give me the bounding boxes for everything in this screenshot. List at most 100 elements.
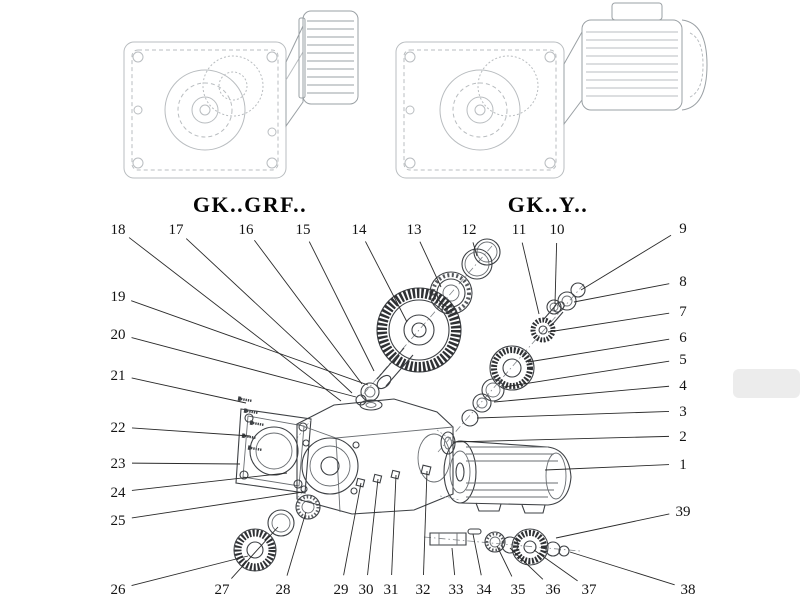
part-number-3: 3 [679,404,687,420]
shaft-key [467,528,482,535]
output-flange-plate [235,408,312,499]
bevel-gear [489,345,535,391]
part-number-31: 31 [384,582,399,598]
leader-line-1 [544,464,670,471]
part-number-5: 5 [679,352,687,368]
leader-line-38 [569,551,675,586]
leader-line-15 [308,241,375,372]
part-number-24: 24 [111,485,127,501]
leader-line-30 [367,478,379,576]
output-gear [234,529,276,571]
part-number-2: 2 [679,429,687,445]
part-number-1: 1 [679,457,687,473]
part-number-20: 20 [111,327,126,343]
part-number-26: 26 [111,582,127,598]
leader-line-2 [452,435,670,443]
leader-line-7 [547,312,670,333]
leader-line-4 [493,385,670,403]
part-number-27: 27 [215,582,231,598]
leader-line-29 [343,482,362,576]
part-number-13: 13 [407,222,422,238]
gearbox-grf-drawing [123,10,359,179]
part-number-12: 12 [462,222,477,238]
part-number-36: 36 [546,582,562,598]
leader-line-35 [496,545,513,577]
shim-ring [461,248,493,280]
part-number-30: 30 [359,582,374,598]
leader-line-17 [185,238,353,394]
part-number-25: 25 [111,513,126,529]
leader-line-31 [391,474,397,576]
part-number-35: 35 [511,582,526,598]
electric-motor [443,440,572,514]
part-number-19: 19 [111,289,126,305]
output-shaft-assembly [429,528,570,566]
motor-feet [475,502,546,514]
small-snap-ring [570,282,586,298]
leader-line-3 [476,411,670,419]
leader-line-23 [131,462,241,465]
part-number-18: 18 [111,222,126,238]
gearbox-gky-drawing [395,2,708,179]
bevel-pinion-shaft [530,301,565,343]
part-number-29: 29 [334,582,349,598]
leader-line-10 [554,242,558,305]
part-number-4: 4 [679,378,687,394]
leader-line-12 [472,242,478,257]
leader-line-22 [131,427,251,437]
exploded-assembly [233,238,586,572]
seal-ring [461,409,479,427]
model-label-gk-y: GK..Y.. [508,192,589,217]
leader-line-28 [286,511,307,576]
leader-line-8 [573,283,670,303]
part-number-15: 15 [296,222,311,238]
washer [481,378,505,402]
leader-line-6 [527,338,670,363]
part-number-16: 16 [239,222,255,238]
flange-screws [237,396,265,452]
lock-nut [558,545,570,557]
leader-line-21 [131,377,247,404]
part-number-32: 32 [416,582,431,598]
motor-mount-bore [417,433,451,483]
part-number-14: 14 [352,222,368,238]
pinion-bearing [546,299,562,315]
leader-line-39 [555,513,670,539]
watermark [733,369,800,398]
leader-line-18 [128,237,342,402]
gear-shaft-axis [359,245,493,399]
bevel-pinion-stack [461,282,586,427]
part-number-8: 8 [679,274,687,290]
leader-line-36 [509,547,544,580]
part-number-7: 7 [679,304,687,320]
pinion-shaft-axis [437,283,585,453]
leader-line-26 [131,555,249,586]
part-number-23: 23 [111,456,126,472]
leader-line-16 [254,239,363,385]
part-number-10: 10 [550,222,565,238]
leader-line-5 [503,360,670,388]
leader-line-37 [533,549,578,582]
part-number-39: 39 [676,504,691,520]
intermediate-shaft [355,347,414,406]
part-number-33: 33 [449,582,464,598]
ball-bearing-small [295,494,321,520]
leader-line-11 [521,242,540,315]
leader-line-14 [365,241,408,323]
leader-line-25 [131,491,304,519]
leader-line-13 [419,241,442,288]
part-number-17: 17 [169,222,185,238]
part-number-37: 37 [582,582,598,598]
leader-line-9 [580,234,672,291]
leader-line-32 [423,470,428,576]
leader-line-19 [131,300,369,386]
spacer-ring [501,536,519,554]
part-number-34: 34 [477,582,493,598]
input-adapter-cap [298,10,359,105]
output-pinion-gear [511,528,549,566]
intermediate-gear-stack [355,238,501,406]
motor-rear-cover [545,452,567,500]
large-helical-gear [376,287,462,373]
